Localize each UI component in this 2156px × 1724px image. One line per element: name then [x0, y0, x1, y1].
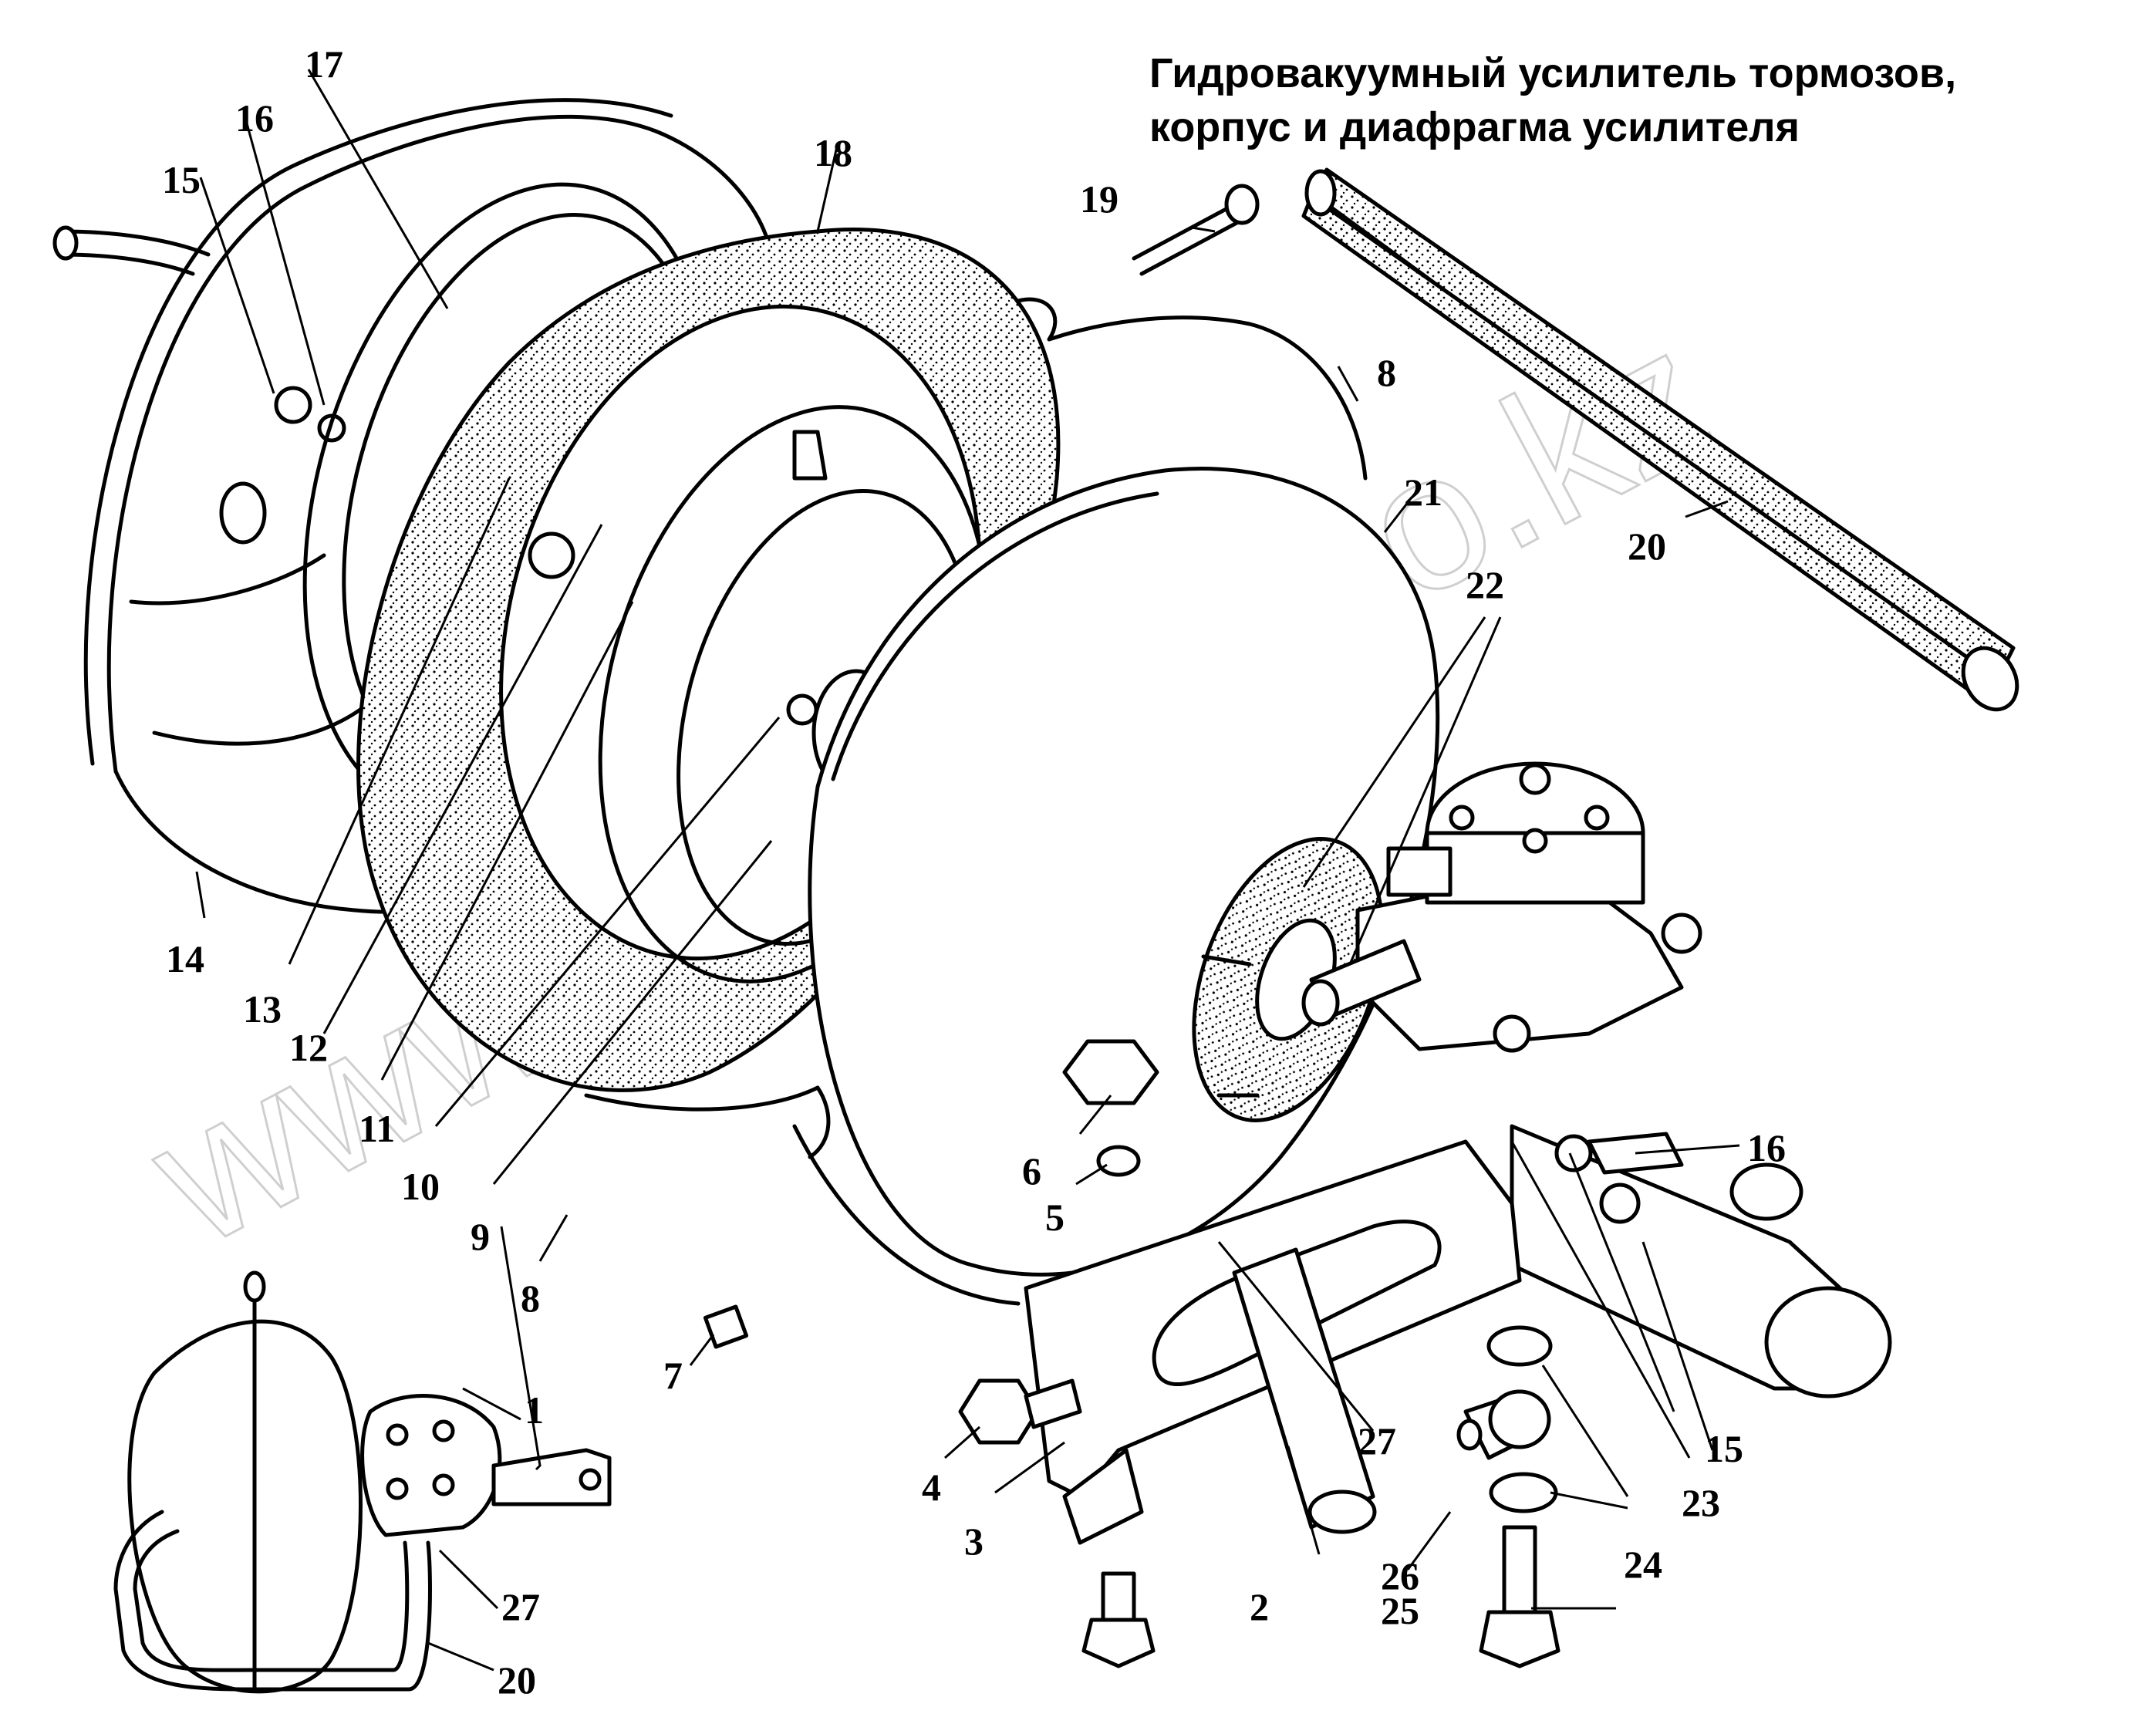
- callout-24: 24: [1624, 1543, 1662, 1586]
- callout-23: 23: [1682, 1481, 1720, 1524]
- diagram-title: Гидровакуумный усилитель тормозов, корпу…: [1149, 46, 1956, 154]
- callout-9: 9: [471, 1215, 490, 1258]
- callout-20-inset: 20: [498, 1658, 536, 1702]
- callout-13: 13: [243, 987, 282, 1031]
- square-nut-part-7: [703, 1304, 749, 1349]
- callout-25: 25: [1381, 1589, 1419, 1632]
- callout-1: 1: [525, 1388, 544, 1432]
- bolt-part-19: [1132, 184, 1260, 276]
- title-line-2: корпус и диафрагма усилителя: [1149, 104, 1800, 150]
- bolt-bottom: [1081, 1571, 1156, 1668]
- callout-4: 4: [922, 1466, 941, 1509]
- pipe-part-2: [1232, 1247, 1375, 1530]
- callout-11: 11: [359, 1107, 395, 1150]
- callout-8-upper: 8: [1377, 351, 1396, 394]
- callout-26: 26: [1381, 1554, 1419, 1597]
- callout-22: 22: [1466, 563, 1504, 606]
- nut-icon: [274, 386, 312, 424]
- rear-housing-part-14: [52, 98, 774, 914]
- callout-14: 14: [166, 937, 204, 980]
- inset-schematic: [113, 1270, 612, 1694]
- callout-10: 10: [401, 1165, 440, 1208]
- callout-17: 17: [305, 42, 343, 86]
- callout-7: 7: [663, 1354, 683, 1397]
- callout-3: 3: [964, 1520, 984, 1563]
- callout-27-inset: 27: [501, 1585, 540, 1628]
- nut-part-6: [1062, 1039, 1159, 1105]
- banjo-part-26: [1456, 1389, 1551, 1460]
- callout-27-main: 27: [1358, 1419, 1396, 1463]
- washer-part-24-top: [1486, 1325, 1553, 1367]
- clip-part-8-upper: [1016, 297, 1368, 481]
- callout-labels: 1 2 3 4 5 6 7 8 8 9 10 11 12 13 14 15 15…: [162, 42, 1786, 1702]
- banjo-bolt-part-25: [1479, 1525, 1560, 1668]
- callout-15-top: 15: [162, 158, 201, 201]
- clamp-part-8-lower: [584, 1085, 831, 1159]
- callout-6: 6: [1022, 1149, 1041, 1193]
- hose-part-20: [1301, 167, 2019, 712]
- callout-21: 21: [1404, 471, 1442, 514]
- callout-18: 18: [814, 131, 852, 174]
- callout-19: 19: [1080, 177, 1118, 221]
- callout-15-bottom: 15: [1705, 1427, 1743, 1470]
- washer-part-24-bottom: [1489, 1472, 1558, 1513]
- callout-5: 5: [1045, 1196, 1065, 1239]
- callout-12: 12: [289, 1026, 328, 1069]
- callout-2: 2: [1250, 1585, 1269, 1628]
- washer-part-5: [1096, 1145, 1141, 1177]
- callout-16-top: 16: [235, 96, 274, 140]
- hydraulic-cylinder-body: [1510, 1124, 1892, 1398]
- title-line-1: Гидровакуумный усилитель тормозов,: [1149, 50, 1957, 96]
- callout-16-bottom: 16: [1747, 1126, 1786, 1169]
- callout-8-lower: 8: [521, 1277, 540, 1320]
- leader-lines: [195, 69, 1740, 1672]
- callout-20-top: 20: [1628, 525, 1666, 568]
- control-valve-assembly: [1301, 761, 1702, 1053]
